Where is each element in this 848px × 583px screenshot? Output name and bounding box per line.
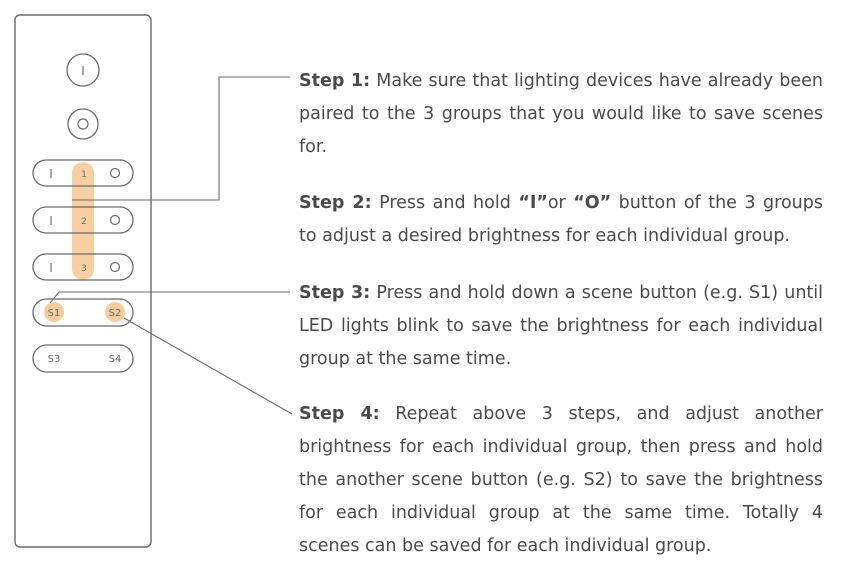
group-2-on-label: I <box>49 214 53 228</box>
step-1-text: Step 1: Make sure that lighting devices … <box>299 65 823 164</box>
s1-highlight <box>44 302 64 322</box>
group-2-button[interactable]: I 2 <box>32 206 134 234</box>
step-4-leader-line <box>123 317 293 415</box>
group-3-on-label: I <box>49 261 53 275</box>
group-1-on-label: I <box>49 167 53 181</box>
master-off-button[interactable] <box>67 108 99 140</box>
step-4-text: Step 4: Repeat above 3 steps, and adjust… <box>299 398 823 563</box>
step-3-leader-line <box>49 291 290 304</box>
step-2-text: Step 2: Press and hold “I”or “O” button … <box>299 187 823 253</box>
scene-s2-button[interactable]: S2 <box>109 308 122 319</box>
step-1-body: Make sure that lighting devices have alr… <box>299 71 823 157</box>
step-2-label: Step 2: <box>299 193 372 213</box>
scene-s1-button[interactable]: S1 <box>48 308 61 319</box>
step-4-label: Step 4: <box>299 404 380 424</box>
groups-highlight <box>72 162 94 280</box>
master-on-label: I <box>81 64 85 78</box>
scene-row-2: S3 S4 <box>32 344 134 373</box>
step-2-body-b: or <box>547 193 574 213</box>
step-2-on-key: “I” <box>518 193 548 213</box>
group-1-button[interactable]: I 1 <box>32 159 134 187</box>
off-icon <box>77 118 89 130</box>
step-3-label: Step 3: <box>299 283 371 303</box>
master-on-button[interactable]: I <box>66 53 100 87</box>
step-1-leader-line <box>72 76 290 201</box>
step-3-body: Press and hold down a scene button (e.g.… <box>299 283 823 369</box>
step-3-text: Step 3: Press and hold down a scene butt… <box>299 277 823 376</box>
group-3-number: 3 <box>81 264 87 274</box>
s2-highlight <box>105 302 125 322</box>
scene-s4-button[interactable]: S4 <box>109 354 122 365</box>
step-4-body: Repeat above 3 steps, and adjust another… <box>299 404 823 556</box>
step-2-body-a: Press and hold <box>371 193 519 213</box>
step-2-off-key: “O” <box>573 193 612 213</box>
remote-body <box>14 14 152 548</box>
group-2-number: 2 <box>81 217 87 227</box>
group-1-off-icon <box>109 167 121 179</box>
step-1-label: Step 1: <box>299 71 371 91</box>
scene-row-1: S1 S2 <box>32 298 134 327</box>
group-1-number: 1 <box>81 170 87 180</box>
step-2-body-c: button of the 3 groups to adjust a desir… <box>299 193 823 246</box>
scene-s3-button[interactable]: S3 <box>48 354 61 365</box>
group-2-off-icon <box>109 214 121 226</box>
group-3-button[interactable]: I 3 <box>32 253 134 281</box>
group-3-off-icon <box>109 261 121 273</box>
